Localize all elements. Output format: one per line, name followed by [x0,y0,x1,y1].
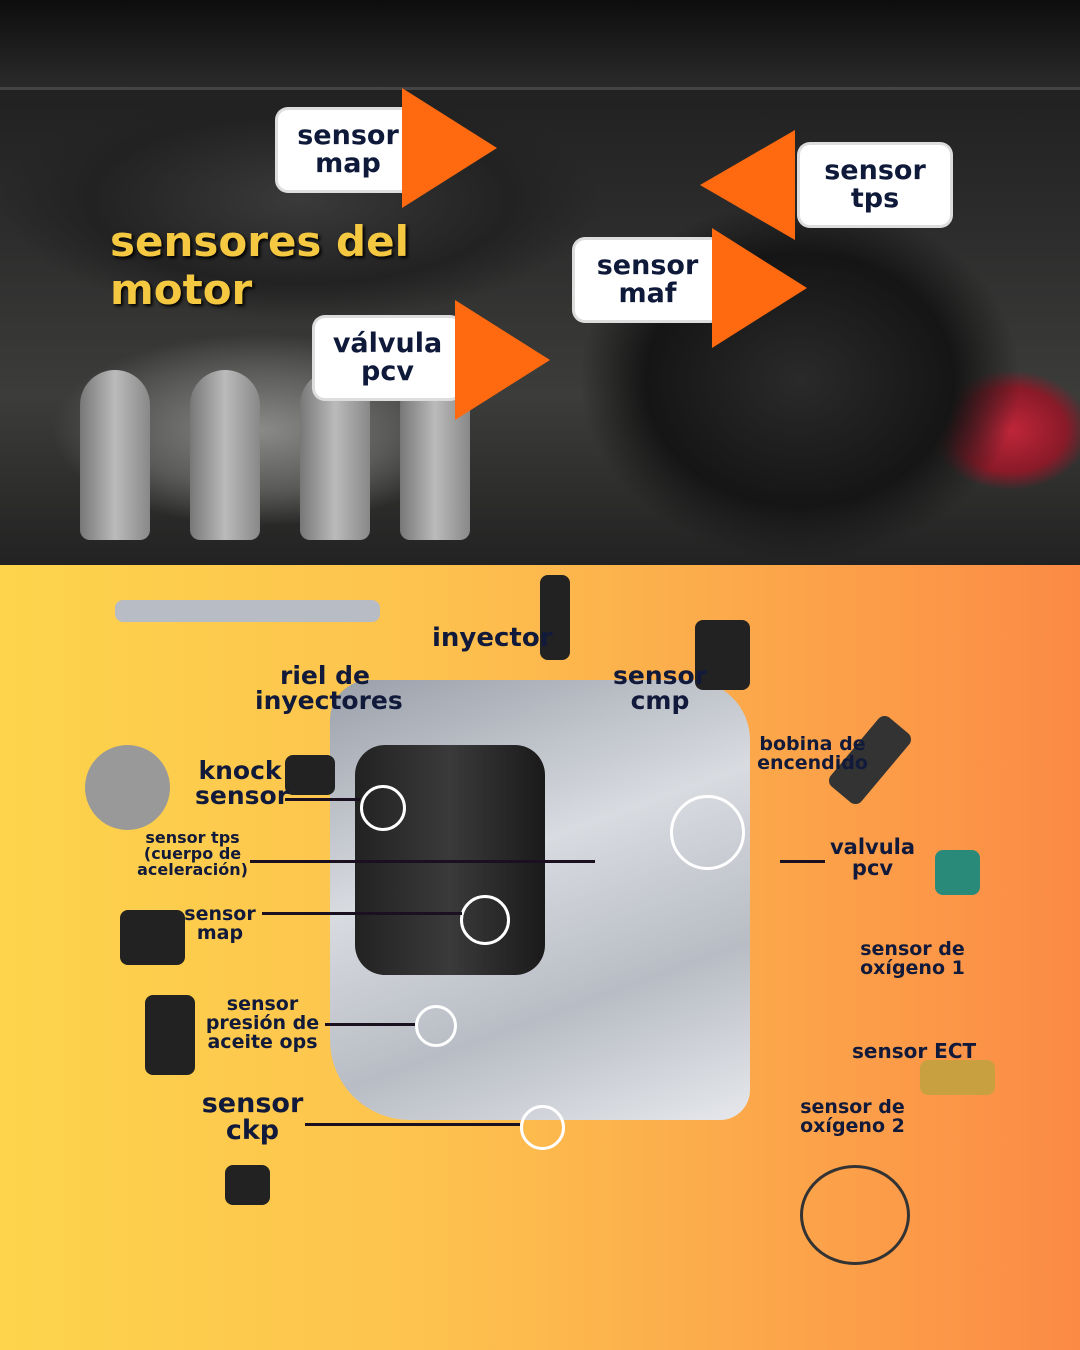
photo-title: sensores del motor [110,217,410,314]
highlight-circle [460,895,510,945]
tag-valvula-pcv: válvula pcv [315,318,460,398]
map-sensor-image [120,910,185,965]
label-sensor-ops: sensor presión de aceite ops [205,993,320,1053]
manifold-runner [190,370,260,540]
label-sensor-tps: sensor tps (cuerpo de aceleración) [137,828,248,879]
injector-image [540,575,570,660]
label-oxigeno-2: sensor de oxígeno 2 [800,1096,905,1137]
pcv-valve-image [935,850,980,895]
oxygen-sensor-image [800,1165,910,1265]
hood-edge [0,0,1080,90]
engine-bay-photo: sensores del motor sensor map sensor tps… [0,0,1080,565]
arrow-icon [712,228,807,348]
ckp-sensor-image [225,1165,270,1205]
label-oxigeno-1: sensor de oxígeno 1 [860,938,965,979]
ect-sensor-image [920,1060,995,1095]
arrow-icon [402,88,497,208]
highlight-circle [670,795,745,870]
leader-line [325,1023,415,1026]
arrow-icon [700,130,795,240]
label-knock-sensor: knock sensor [195,756,290,810]
manifold-runner [300,370,370,540]
arrow-icon [455,300,550,420]
cmp-sensor-image [695,620,750,690]
manifold-runner [80,370,150,540]
leader-line [262,912,462,915]
injector-rail-image [115,600,380,622]
label-sensor-ckp: sensor ckp [201,1088,304,1146]
throttle-body-image [85,745,170,830]
label-valvula-pcv: valvula pcv [829,835,916,880]
label-bobina: bobina de encendido [757,733,868,774]
label-sensor-ect: sensor ECT [852,1039,977,1063]
highlight-circle [415,1005,457,1047]
tag-sensor-tps: sensor tps [800,145,950,225]
leader-line [250,860,595,863]
tag-sensor-map: sensor map [278,110,418,190]
knock-sensor-image [285,755,335,795]
label-sensor-map: sensor map [184,903,256,944]
label-inyector: inyector [432,623,553,653]
leader-line [285,798,360,801]
leader-line [780,860,825,863]
label-riel-inyectores: riel de inyectores [255,661,403,715]
highlight-circle [520,1105,565,1150]
ops-sensor-image [145,995,195,1075]
highlight-circle [360,785,406,831]
tag-sensor-maf: sensor maf [575,240,720,320]
label-sensor-cmp: sensor cmp [612,661,708,715]
leader-line [305,1123,520,1126]
engine-diagram: inyector riel de inyectores sensor cmp b… [0,565,1080,1350]
